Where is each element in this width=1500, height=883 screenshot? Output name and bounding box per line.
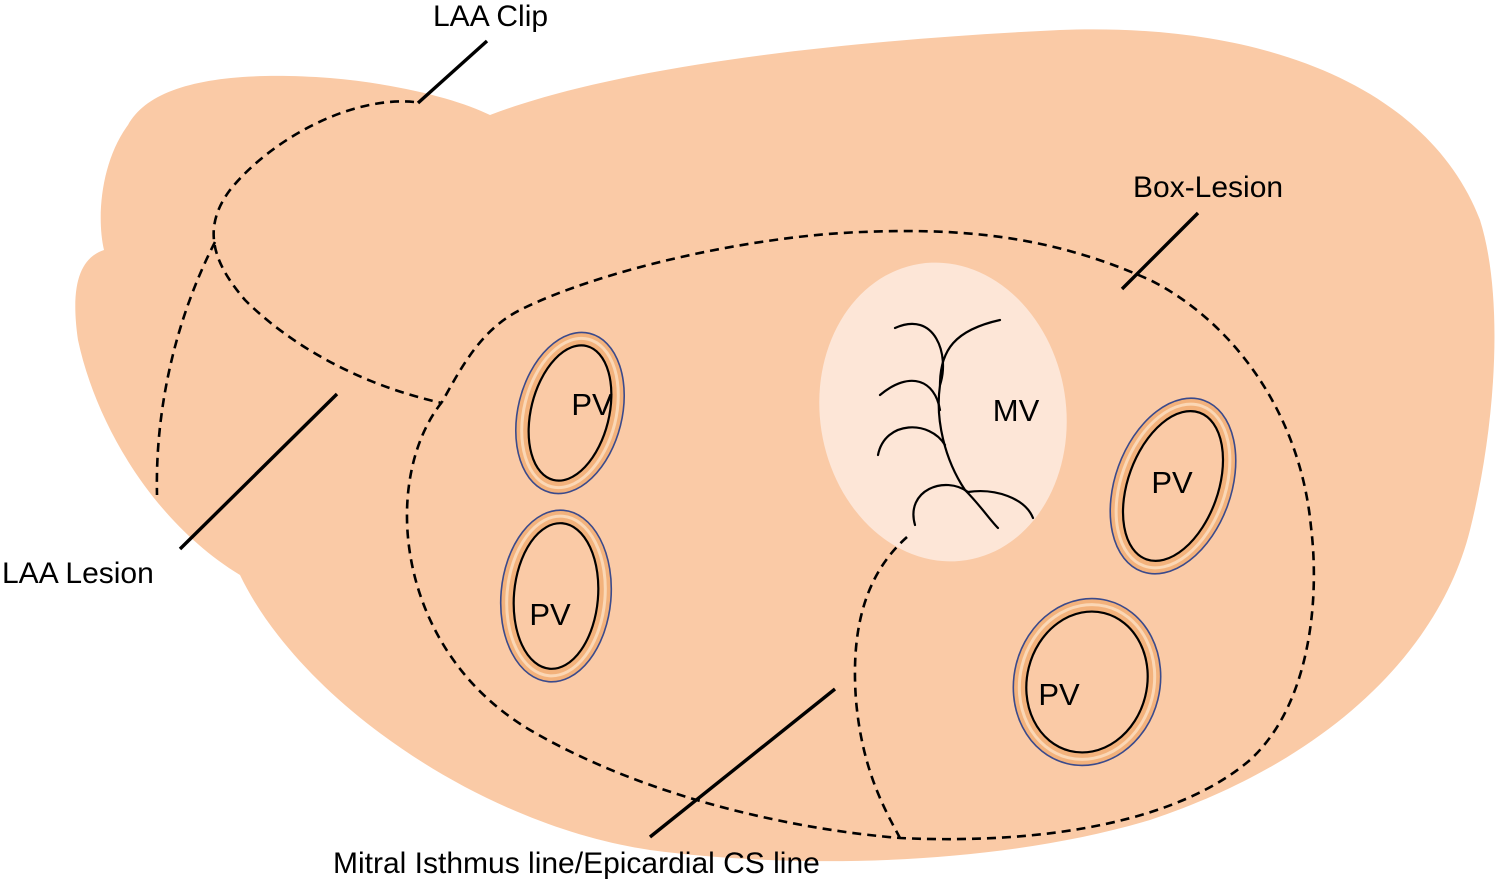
mitral-valve-leaflets <box>876 318 1035 530</box>
lesion-lines <box>155 100 1316 841</box>
laa-lesion-label: LAA Lesion <box>2 557 154 590</box>
laa-lesion-line <box>155 241 217 496</box>
pulmonary-vein-label: PV <box>571 387 613 422</box>
laa-clip-label: LAA Clip <box>433 0 548 33</box>
pulmonary-vein-outer-edge <box>514 331 626 495</box>
pulmonary-vein-ring-highlight <box>520 336 620 490</box>
box-lesion-label: Box-Lesion <box>1133 171 1283 204</box>
mitral-valve-area <box>819 262 1067 562</box>
box-lesion-leader <box>1120 211 1200 291</box>
pulmonary-veins: PV PV PV PV <box>499 331 1237 767</box>
laa-clip-leader <box>416 39 489 105</box>
box-lesion-line <box>405 229 1316 841</box>
callout-labels: LAA Clip Box-Lesion LAA Lesion Mitral Is… <box>2 0 1283 880</box>
pulmonary-vein-ring-highlight <box>1017 603 1157 761</box>
pulmonary-vein-2: PV <box>499 509 613 683</box>
pulmonary-vein-ring-highlight <box>505 514 607 678</box>
left-atrium <box>75 29 1495 862</box>
leader-lines <box>178 39 1200 839</box>
pulmonary-vein-label: PV <box>1151 465 1193 500</box>
mitral-isthmus-leader <box>648 687 837 839</box>
pulmonary-vein-outer-edge <box>1109 397 1237 575</box>
mitral-valve-label: MV <box>993 393 1040 428</box>
mitral-isthmus-line <box>853 536 908 839</box>
pulmonary-vein-label: PV <box>1038 677 1080 712</box>
laa-clip-line <box>212 100 443 405</box>
mitral-valve: MV <box>819 262 1067 562</box>
pulmonary-vein-outer-edge <box>1012 597 1162 767</box>
pulmonary-vein-1: PV <box>514 331 626 495</box>
pulmonary-vein-inner-edge <box>512 522 600 670</box>
pulmonary-vein-inner-edge <box>1025 610 1149 754</box>
mitral-isthmus-label: Mitral Isthmus line/Epicardial CS line <box>333 847 820 880</box>
atrium-body <box>75 29 1495 862</box>
pulmonary-vein-4: PV <box>1012 597 1162 767</box>
pulmonary-vein-ring-highlight <box>1114 402 1232 570</box>
pulmonary-vein-3: PV <box>1109 397 1237 575</box>
pulmonary-vein-label: PV <box>529 597 571 632</box>
pulmonary-vein-inner-edge <box>1121 410 1225 562</box>
pulmonary-vein-outer-edge <box>499 509 613 683</box>
pulmonary-vein-inner-edge <box>527 344 613 482</box>
laa-lesion-leader <box>178 392 339 551</box>
